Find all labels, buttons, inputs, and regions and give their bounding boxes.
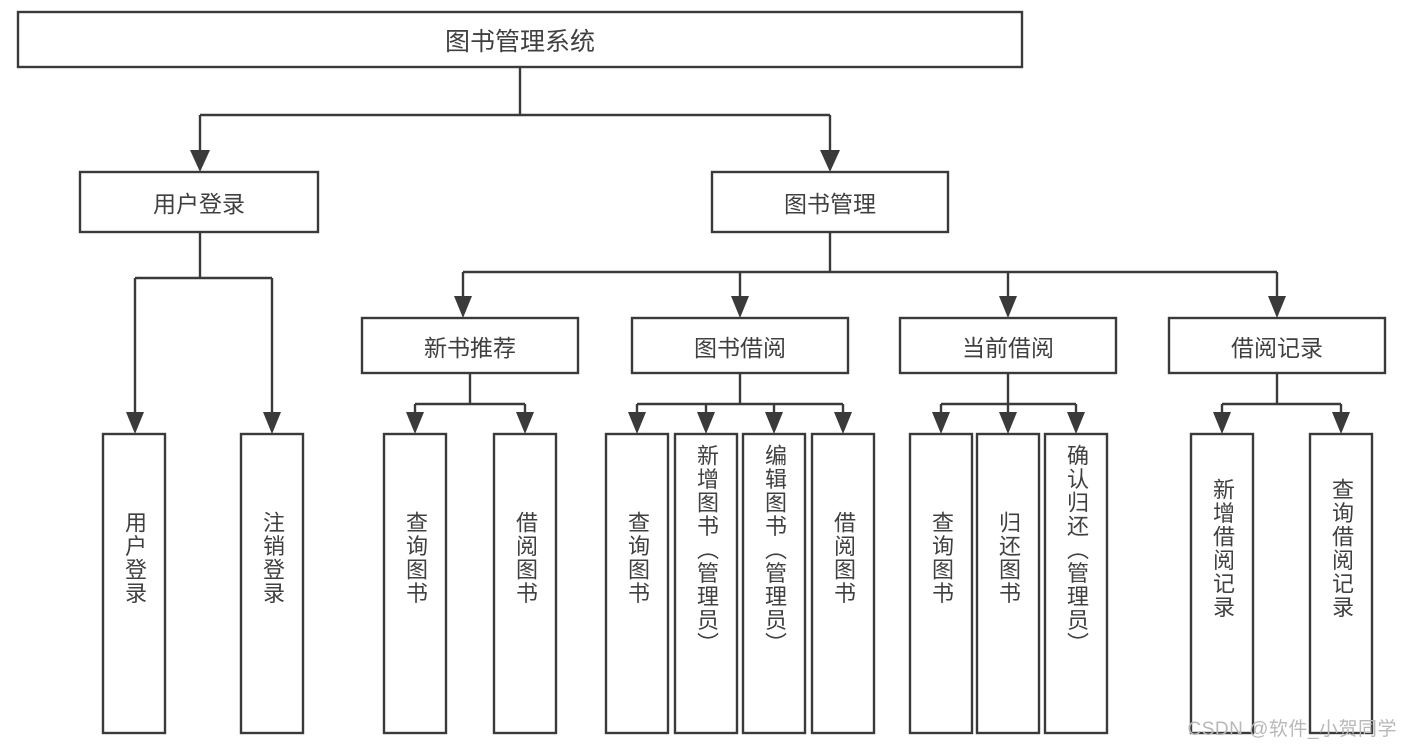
node-box-root[interactable] bbox=[16, 10, 1024, 69]
node-box-leaf-query-book-2[interactable] bbox=[604, 432, 670, 735]
arrow-head-icon bbox=[1332, 412, 1350, 434]
arrow-head-icon bbox=[999, 412, 1017, 434]
arrow-head-icon bbox=[731, 296, 749, 318]
connector-book-borrow-to-leaves bbox=[628, 373, 852, 434]
connector-book-manage-to-level2 bbox=[454, 232, 1286, 318]
node-box-leaf-query-book-3[interactable] bbox=[908, 432, 974, 735]
arrow-head-icon bbox=[1067, 412, 1085, 434]
node-box-leaf-query-book-1[interactable] bbox=[382, 432, 448, 735]
node-box-borrow-record[interactable] bbox=[1167, 316, 1387, 375]
node-box-new-book-recommend[interactable] bbox=[360, 316, 580, 375]
arrow-head-icon bbox=[820, 150, 840, 172]
node-box-leaf-add-record[interactable] bbox=[1189, 432, 1255, 735]
arrow-head-icon bbox=[190, 150, 210, 172]
node-box-leaf-user-login[interactable] bbox=[101, 432, 167, 735]
arrow-head-icon bbox=[126, 412, 144, 434]
node-box-leaf-query-record[interactable] bbox=[1308, 432, 1374, 735]
arrow-head-icon bbox=[454, 296, 472, 318]
arrow-head-icon bbox=[834, 412, 852, 434]
node-box-leaf-add-book[interactable] bbox=[673, 432, 739, 735]
node-box-leaf-confirm-return[interactable] bbox=[1043, 432, 1109, 735]
arrow-head-icon bbox=[765, 412, 783, 434]
arrow-head-icon bbox=[406, 412, 424, 434]
node-box-leaf-return-book[interactable] bbox=[975, 432, 1041, 735]
connector-root-to-level1 bbox=[190, 67, 840, 172]
node-box-book-manage[interactable] bbox=[710, 170, 950, 234]
node-box-book-borrow[interactable] bbox=[630, 316, 850, 375]
node-box-leaf-user-logout[interactable] bbox=[239, 432, 305, 735]
arrow-head-icon bbox=[1213, 412, 1231, 434]
node-box-leaf-borrow-book-2[interactable] bbox=[810, 432, 876, 735]
arrow-head-icon bbox=[628, 412, 646, 434]
arrow-head-icon bbox=[932, 412, 950, 434]
connector-user-login-to-leaves bbox=[126, 232, 281, 434]
arrow-head-icon bbox=[999, 296, 1017, 318]
node-box-leaf-edit-book[interactable] bbox=[741, 432, 807, 735]
arrow-head-icon bbox=[516, 412, 534, 434]
node-box-current-borrow[interactable] bbox=[898, 316, 1118, 375]
connector-borrow-record-to-leaves bbox=[1213, 373, 1350, 434]
connector-new-book-recommend-to-leaves bbox=[406, 373, 534, 434]
node-box-leaf-borrow-book-1[interactable] bbox=[492, 432, 558, 735]
arrow-head-icon bbox=[263, 412, 281, 434]
connector-current-borrow-to-leaves bbox=[932, 373, 1085, 434]
arrow-head-icon bbox=[697, 412, 715, 434]
node-box-user-login[interactable] bbox=[78, 170, 320, 234]
arrow-head-icon bbox=[1268, 296, 1286, 318]
